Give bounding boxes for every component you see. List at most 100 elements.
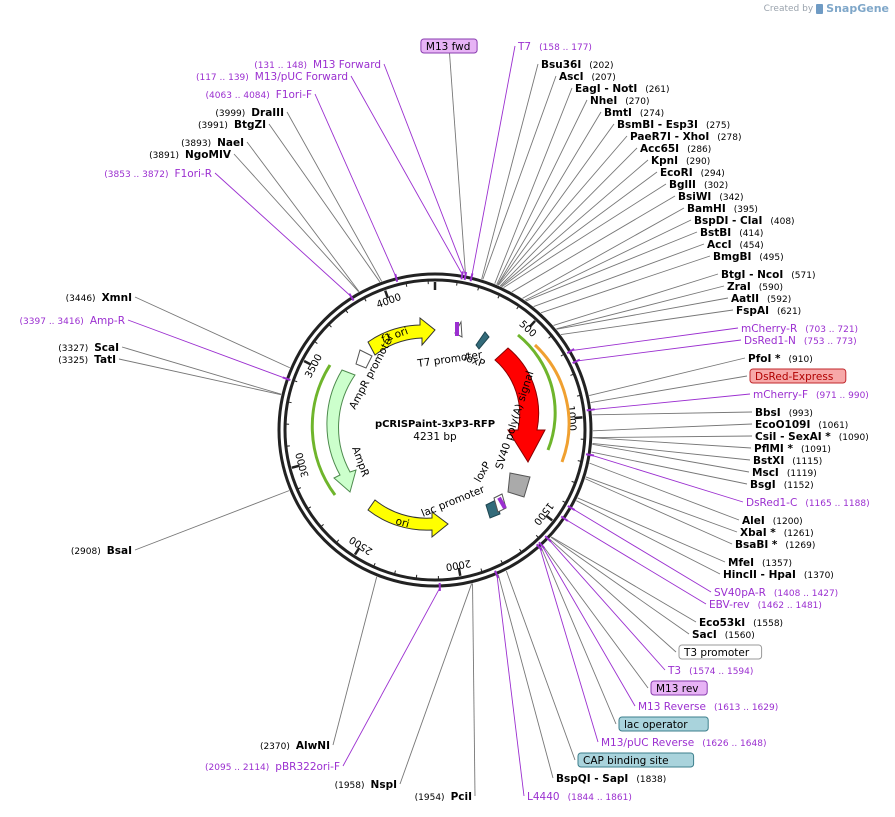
enzyme-label-xmni[interactable]: (3446)XmnI bbox=[66, 292, 132, 304]
primer-label-m13-forward[interactable]: (131 .. 148)M13 Forward bbox=[254, 59, 381, 71]
enzyme-label-btgi-ncoi[interactable]: BtgI - NcoI(571) bbox=[721, 269, 815, 281]
ampr-feature[interactable] bbox=[326, 369, 357, 493]
ampr-promoter-feature[interactable] bbox=[355, 349, 373, 369]
enzyme-label-draiii[interactable]: (3999)DraIII bbox=[215, 107, 284, 119]
sv40-polya-feature[interactable] bbox=[507, 472, 531, 498]
enzyme-label-xbai-[interactable]: XbaI *(1261) bbox=[740, 527, 814, 539]
feature-label-dsred-express[interactable]: DsRed-Express bbox=[749, 368, 847, 384]
enzyme-label-bglii[interactable]: BglII(302) bbox=[669, 179, 728, 191]
enzyme-label-paer7i-xhoi[interactable]: PaeR7I - XhoI(278) bbox=[630, 131, 741, 143]
label-text: (131 .. 148)M13 Forward bbox=[254, 59, 381, 71]
primer-label-pbr322ori-f[interactable]: (2095 .. 2114)pBR322ori-F bbox=[205, 761, 340, 773]
enzyme-label-eco53ki[interactable]: Eco53kI(1558) bbox=[699, 617, 783, 629]
feature-label-m13-fwd[interactable]: M13 fwd bbox=[420, 38, 478, 54]
label-text: NheI(270) bbox=[590, 95, 650, 107]
ruler-minor-tick bbox=[571, 480, 576, 484]
label-text: (3999)DraIII bbox=[215, 107, 284, 119]
enzyme-label-pflmi-[interactable]: PflMI *(1091) bbox=[754, 443, 831, 455]
label-text: EcoRI(294) bbox=[660, 167, 725, 179]
label-name: DsRed1-C bbox=[746, 497, 797, 509]
enzyme-label-bsmbi-esp3i[interactable]: BsmBI - Esp3I(275) bbox=[617, 119, 730, 131]
enzyme-label-bspdi-clai[interactable]: BspDI - ClaI(408) bbox=[694, 215, 795, 227]
dsred-binding-arc-orange[interactable] bbox=[533, 343, 571, 463]
primer-label-dsred1-c[interactable]: DsRed1-C(1165 .. 1188) bbox=[746, 497, 870, 509]
primer-label-m13-puc-reverse[interactable]: M13/pUC Reverse(1626 .. 1648) bbox=[601, 737, 766, 749]
enzyme-label-tati[interactable]: (3325)TatI bbox=[58, 354, 116, 366]
enzyme-label-fspai[interactable]: FspAI(621) bbox=[736, 305, 801, 317]
enzyme-label-bamhi[interactable]: BamHI(395) bbox=[687, 203, 758, 215]
primer-label-mcherry-f[interactable]: mCherry-F(971 .. 990) bbox=[753, 389, 869, 401]
primer-label-ebv-rev[interactable]: EBV-rev(1462 .. 1481) bbox=[709, 599, 822, 611]
label-position: (1954) bbox=[415, 793, 445, 803]
enzyme-label-btgzi[interactable]: (3991)BtgZI bbox=[198, 119, 266, 131]
enzyme-label-kpni[interactable]: KpnI(290) bbox=[651, 155, 710, 167]
dsred-binding-arc-green[interactable] bbox=[517, 333, 557, 451]
label-name: M13 Forward bbox=[313, 59, 381, 71]
enzyme-label-bmti[interactable]: BmtI(274) bbox=[604, 107, 664, 119]
enzyme-label-ecoo109i[interactable]: EcoO109I(1061) bbox=[755, 419, 848, 431]
enzyme-label-bsu36i[interactable]: Bsu36I(202) bbox=[541, 59, 613, 71]
loxp-feature-top[interactable] bbox=[475, 331, 490, 350]
enzyme-label-saci[interactable]: SacI(1560) bbox=[692, 629, 755, 641]
enzyme-label-eagi-noti[interactable]: EagI - NotI(261) bbox=[575, 83, 669, 95]
enzyme-label-bsgi[interactable]: BsgI(1152) bbox=[750, 479, 814, 491]
feature-label-t3-promoter[interactable]: T3 promoter bbox=[678, 644, 763, 660]
enzyme-label-bmgbi[interactable]: BmgBI(495) bbox=[713, 251, 784, 263]
dsred-express-feature[interactable] bbox=[494, 347, 546, 463]
enzyme-label-zrai[interactable]: ZraI(590) bbox=[727, 281, 783, 293]
label-position: (1152) bbox=[784, 481, 814, 491]
primer-label-sv40pa-r[interactable]: SV40pA-R(1408 .. 1427) bbox=[714, 587, 838, 599]
primer-label-dsred1-n[interactable]: DsRed1-N(753 .. 773) bbox=[744, 335, 857, 347]
m13-fwd-mark[interactable] bbox=[455, 322, 459, 336]
enzyme-label-bstxi[interactable]: BstXI(1115) bbox=[753, 455, 822, 467]
enzyme-label-pcii[interactable]: (1954)PciI bbox=[415, 791, 472, 803]
primer-label-m13-puc-forward[interactable]: (117 .. 139)M13/pUC Forward bbox=[196, 71, 348, 83]
label-text: BsaBI *(1269) bbox=[735, 539, 815, 551]
primer-label-f1ori-f[interactable]: (4063 .. 4084)F1ori-F bbox=[206, 89, 313, 101]
enzyme-label-bspqi-sapi[interactable]: BspQI - SapI(1838) bbox=[556, 773, 666, 785]
enzyme-label-pfoi-[interactable]: PfoI *(910) bbox=[748, 353, 813, 365]
enzyme-label-naei[interactable]: (3893)NaeI bbox=[181, 137, 244, 149]
enzyme-label-ngomiv[interactable]: (3891)NgoMIV bbox=[149, 149, 232, 161]
ori-feature[interactable] bbox=[367, 499, 449, 539]
enzyme-label-bsiwi[interactable]: BsiWI(342) bbox=[678, 191, 744, 203]
enzyme-label-mfei[interactable]: MfeI(1357) bbox=[728, 557, 792, 569]
enzyme-label-bbsi[interactable]: BbsI(993) bbox=[755, 407, 813, 419]
label-text: mCherry-F(971 .. 990) bbox=[753, 389, 869, 401]
enzyme-label-msci[interactable]: MscI(1119) bbox=[752, 467, 817, 479]
label-name: ScaI bbox=[94, 342, 119, 354]
primer-label-f1ori-r[interactable]: (3853 .. 3872)F1ori-R bbox=[104, 168, 212, 180]
enzyme-label-nhei[interactable]: NheI(270) bbox=[590, 95, 650, 107]
enzyme-label-hincii-hpai[interactable]: HincII - HpaI(1370) bbox=[723, 569, 834, 581]
enzyme-label-ecori[interactable]: EcoRI(294) bbox=[660, 167, 725, 179]
feature-label-cap-binding-site[interactable]: CAP binding site bbox=[577, 752, 695, 768]
enzyme-label-acci[interactable]: AccI(454) bbox=[707, 239, 764, 251]
ruler-minor-tick bbox=[345, 309, 349, 314]
enzyme-label-bsai[interactable]: (2908)BsaI bbox=[71, 545, 132, 557]
feature-label-lac-operator[interactable]: lac operator bbox=[618, 716, 709, 732]
enzyme-label-csii-sexai-[interactable]: CsiI - SexAI *(1090) bbox=[755, 431, 869, 443]
enzyme-label-aatii[interactable]: AatII(592) bbox=[731, 293, 791, 305]
leader-line bbox=[542, 545, 649, 689]
primer-label-t3[interactable]: T3(1574 .. 1594) bbox=[667, 665, 753, 677]
ruler-minor-tick bbox=[293, 379, 298, 383]
primer-label-mcherry-r[interactable]: mCherry-R(703 .. 721) bbox=[741, 323, 858, 335]
enzyme-label-bsabi-[interactable]: BsaBI *(1269) bbox=[735, 539, 815, 551]
enzyme-label-bstbi[interactable]: BstBI(414) bbox=[700, 227, 763, 239]
primer-label-l4440[interactable]: L4440(1844 .. 1861) bbox=[527, 791, 632, 803]
enzyme-label-nspi[interactable]: (1958)NspI bbox=[335, 779, 397, 791]
primer-site-mark bbox=[572, 358, 581, 364]
feature-label-m13-rev[interactable]: M13 rev bbox=[650, 680, 708, 696]
enzyme-label-alei[interactable]: AleI(1200) bbox=[742, 515, 803, 527]
enzyme-label-alwni[interactable]: (2370)AlwNI bbox=[260, 740, 330, 752]
primer-label-t7[interactable]: T7(158 .. 177) bbox=[517, 41, 592, 53]
enzyme-label-asci[interactable]: AscI(207) bbox=[559, 71, 616, 83]
brand-prefix: Created by bbox=[763, 3, 814, 14]
primer-label-amp-r[interactable]: (3397 .. 3416)Amp-R bbox=[20, 315, 125, 327]
enzyme-label-scai[interactable]: (3327)ScaI bbox=[58, 342, 119, 354]
enzyme-label-acc65i[interactable]: Acc65I(286) bbox=[640, 143, 711, 155]
m13-rev-mark[interactable] bbox=[497, 496, 507, 510]
primer-label-m13-reverse[interactable]: M13 Reverse(1613 .. 1629) bbox=[638, 701, 778, 713]
ampr-binding-arc[interactable] bbox=[310, 364, 337, 496]
f1-ori-feature[interactable] bbox=[367, 316, 436, 356]
